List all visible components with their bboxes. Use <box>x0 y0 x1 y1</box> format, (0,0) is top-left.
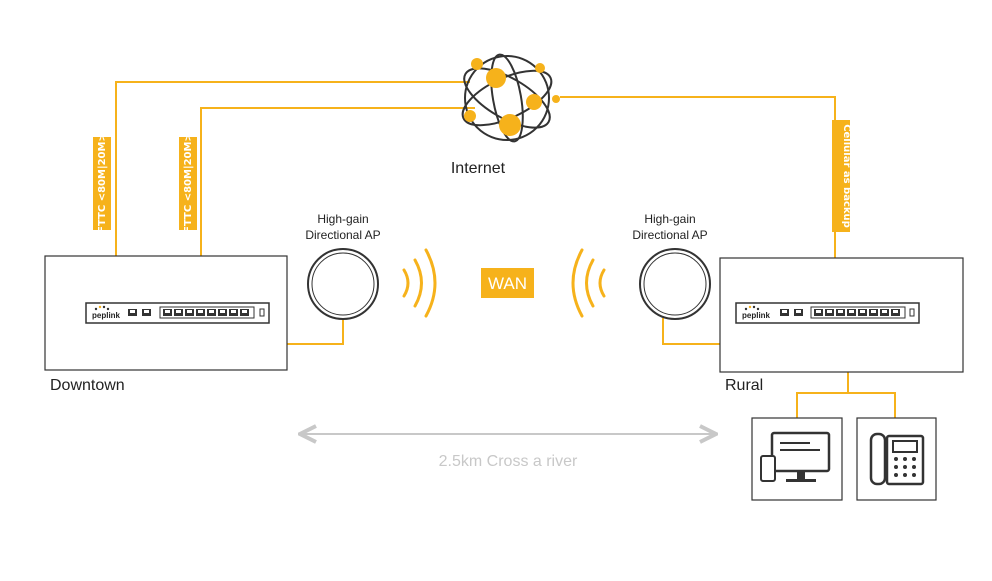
wan-tag: WAN <box>481 268 534 298</box>
peplink-switch-icon-right: peplink <box>735 302 920 324</box>
link-tag-fttc-2: FTTC <80M|20M> <box>179 133 197 233</box>
ap-right-label-line1: High-gain <box>644 212 695 226</box>
signal-waves-left <box>402 248 437 318</box>
internet-globe-icon <box>461 53 560 143</box>
directional-antenna-icon-right <box>639 248 711 320</box>
distance-label: 2.5km Cross a river <box>439 453 578 470</box>
link-tag-fttc-1-label: FTTC <80M|20M> <box>97 133 108 233</box>
ap-left-label-line1: High-gain <box>317 212 368 226</box>
downtown-label: Downtown <box>50 377 125 394</box>
ap-right-label-line2: Directional AP <box>632 228 707 242</box>
link-tag-cellular-label: Cellular as backup <box>841 124 852 228</box>
wan-label: WAN <box>488 274 527 293</box>
link-tag-fttc-2-label: FTTC <80M|20M> <box>183 133 194 233</box>
rural-label: Rural <box>725 377 763 394</box>
link-tag-cellular: Cellular as backup <box>832 120 852 232</box>
peplink-switch-icon-left: peplink <box>85 302 270 324</box>
signal-waves-right <box>571 248 606 318</box>
link-tag-fttc-1: FTTC <80M|20M> <box>93 133 111 233</box>
brand-label-left: peplink <box>92 311 121 320</box>
desk-phone-icon <box>856 417 937 501</box>
ap-left-label-line2: Directional AP <box>305 228 380 242</box>
directional-antenna-icon-left <box>307 248 379 320</box>
brand-label-right: peplink <box>742 311 771 320</box>
internet-label: Internet <box>451 160 506 177</box>
computer-icon <box>751 417 843 501</box>
